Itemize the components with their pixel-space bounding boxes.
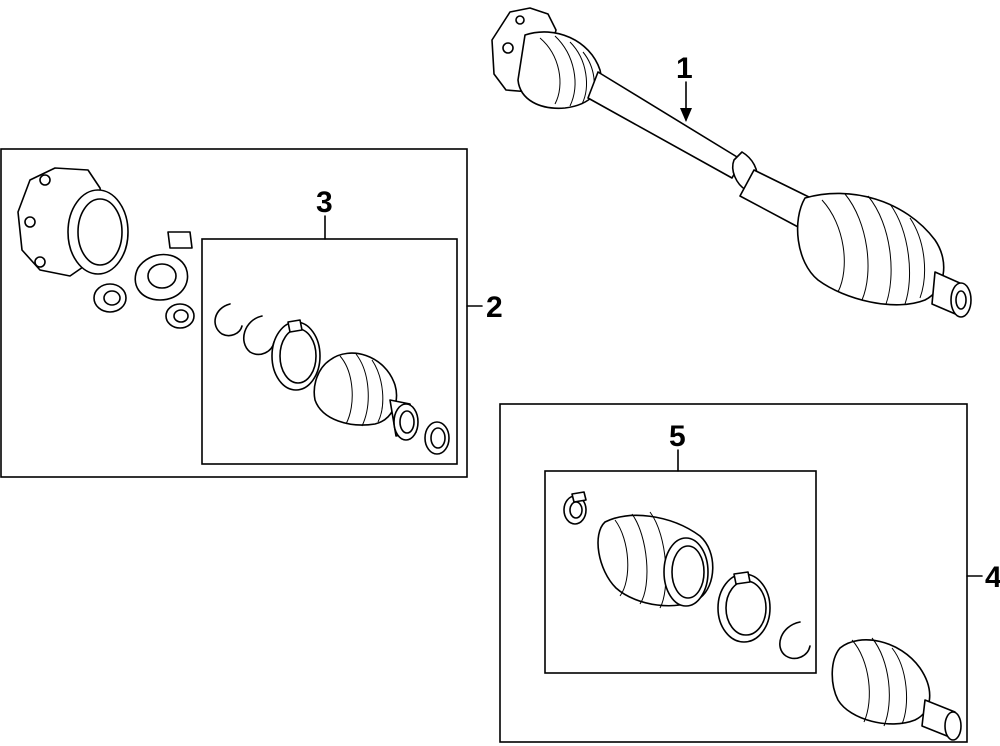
callout-5: 5 [669,420,686,453]
boot-kit-5-parts [563,491,811,660]
axle-shaft-assembly [491,7,972,318]
box-boot-kit-5 [544,470,817,674]
box-outer-joint-kit [499,403,968,743]
boot-kit-3-parts [214,303,450,455]
inner-joint-housing [17,167,129,277]
callout-1: 1 [676,52,693,85]
callout-3: 3 [316,186,333,219]
spider-bearing [93,231,195,329]
box-inner-joint-kit [0,148,468,478]
callout-4: 4 [985,561,1000,594]
outer-cv-joint [831,637,962,741]
callout-2: 2 [486,291,503,324]
box-boot-kit-3 [201,238,458,465]
